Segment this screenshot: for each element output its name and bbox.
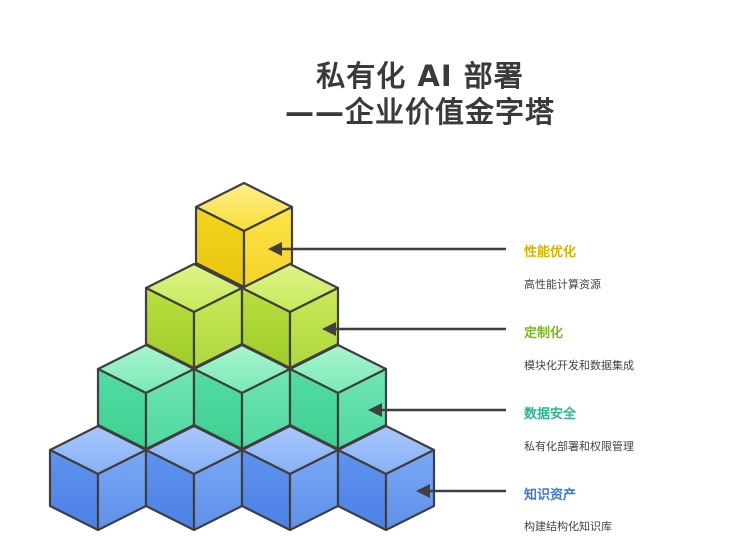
cube-green-3-right: [336, 367, 388, 451]
level-label-customization: 定制化: [524, 326, 564, 341]
cube-yellow-1-right: [242, 205, 294, 289]
title-line-2: ——企业价值金字塔: [284, 95, 555, 129]
level-desc-performance: 高性能计算资源: [524, 278, 601, 291]
arrow-to-data-security-arrow-left-icon: [368, 403, 506, 417]
arrow-to-knowledge-assets-arrow-left-icon: [416, 484, 506, 498]
arrow-to-performance-arrow-left-icon: [268, 242, 506, 256]
cube-icon: [144, 262, 244, 370]
level-desc-knowledge-assets: 构建结构化知识库: [524, 520, 612, 533]
level-desc-customization: 模块化开发和数据集成: [524, 359, 634, 372]
level-label-knowledge-assets: 知识资产: [524, 488, 577, 503]
cube-icon: [288, 343, 388, 451]
arrow-to-customization-arrow-left-icon: [322, 322, 506, 336]
cube-blue-4-right: [384, 448, 436, 532]
level-desc-data-security: 私有化部署和权限管理: [524, 440, 634, 453]
cube-icon: [194, 181, 294, 289]
level-label-data-security: 数据安全: [524, 407, 577, 422]
cube-lime-2-right: [288, 286, 340, 370]
level-label-performance: 性能优化: [524, 245, 577, 260]
title-line-1: 私有化 AI 部署: [316, 59, 524, 93]
page-title: 私有化 AI 部署 ——企业价值金字塔: [230, 58, 610, 130]
